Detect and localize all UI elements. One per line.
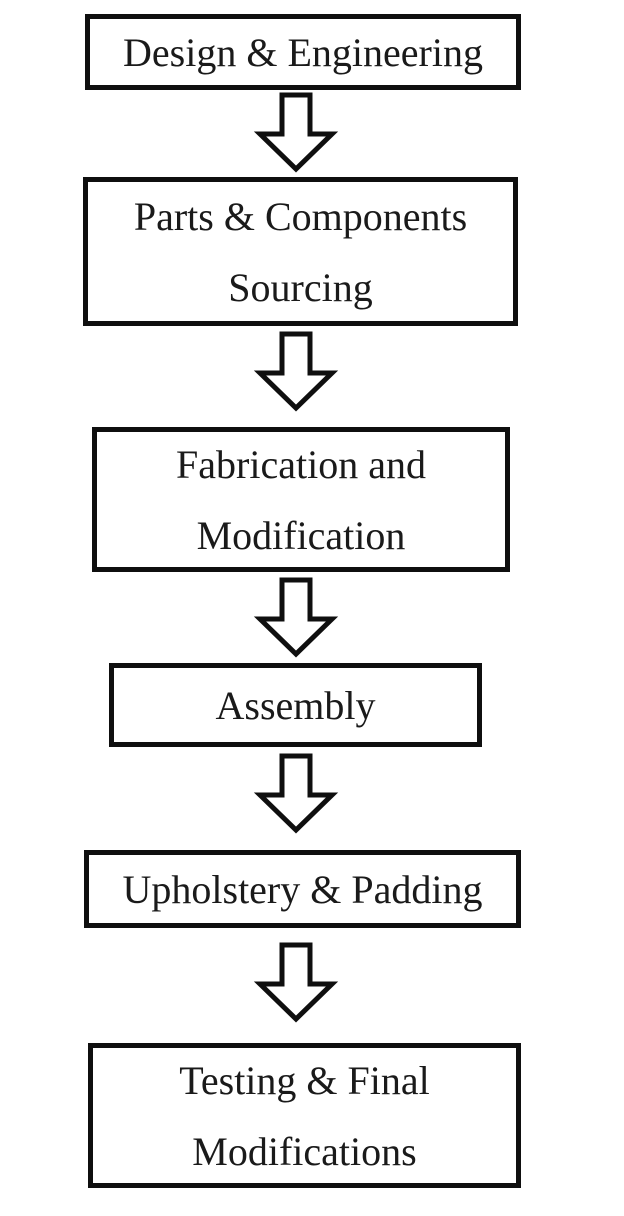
flow-step-assembly: Assembly	[109, 663, 482, 747]
flow-step-upholstery-padding: Upholstery & Padding	[84, 850, 521, 928]
down-block-arrow-icon	[253, 577, 339, 658]
flow-step-label-line: Fabrication and	[176, 441, 426, 487]
flow-step-design-engineering: Design & Engineering	[85, 14, 521, 90]
down-block-arrow-icon	[253, 942, 339, 1023]
flow-step-label-line: Modification	[196, 512, 406, 558]
flow-step-label-line: Parts & Components	[133, 193, 468, 239]
flow-step-label: Assembly	[215, 682, 376, 728]
flow-step-label-line: Modifications	[192, 1128, 417, 1174]
down-block-arrow-icon	[253, 331, 339, 412]
flow-step-label: Upholstery & Padding	[122, 866, 483, 912]
flow-step-label: Design & Engineering	[123, 29, 483, 75]
flow-step-fabrication-modification: Fabrication and Modification	[92, 427, 510, 572]
flow-step-testing-final-modifications: Testing & Final Modifications	[88, 1043, 521, 1188]
down-block-arrow-icon	[253, 92, 339, 173]
down-block-arrow-icon	[253, 753, 339, 834]
flow-step-label-line: Testing & Final	[179, 1057, 430, 1103]
flow-step-label-line: Sourcing	[228, 264, 373, 310]
flow-step-parts-components-sourcing: Parts & Components Sourcing	[83, 177, 518, 326]
